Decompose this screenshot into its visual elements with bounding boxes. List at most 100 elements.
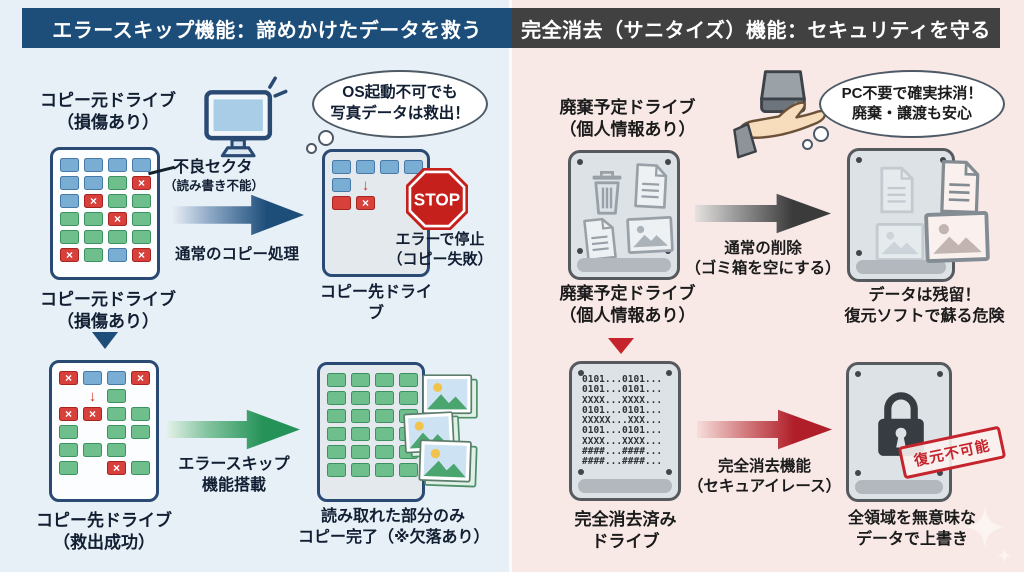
sector-cell — [132, 230, 151, 244]
destination-drive-label: コピー先ドライブ — [319, 284, 432, 322]
screw-icon — [577, 159, 583, 165]
sector-cell — [108, 176, 127, 190]
sector-cell — [327, 391, 346, 405]
sector-cell — [332, 160, 351, 174]
sector-cell — [132, 212, 151, 226]
sector-cell — [131, 407, 150, 421]
locked-drive — [846, 362, 952, 502]
sector-cell — [108, 194, 127, 208]
ghost-document-icon — [880, 166, 914, 214]
screw-icon — [665, 159, 671, 165]
screw-icon — [855, 470, 861, 476]
sector-cell — [107, 425, 126, 439]
drive-base — [855, 480, 943, 494]
write-pointer-arrow: ↓ — [88, 387, 97, 405]
photo-stack-icon — [418, 439, 478, 488]
drive-base — [577, 258, 671, 272]
bad-sector-cell: × — [59, 371, 78, 385]
sector-cell — [351, 409, 370, 423]
sector-cell — [59, 425, 78, 439]
sector-cell — [60, 176, 79, 190]
bad-sector-cell: × — [60, 248, 79, 262]
sector-cell — [108, 230, 127, 244]
sector-cell — [356, 160, 375, 174]
sector-cell — [84, 158, 103, 172]
sector-cell — [131, 461, 150, 475]
bubble-tail-dot — [318, 130, 334, 146]
screw-icon — [856, 250, 862, 256]
disposal-drive-bottom-label: 廃棄予定ドライブ （個人情報あり） — [559, 284, 696, 326]
screw-icon — [578, 469, 584, 475]
sector-cell — [83, 371, 102, 385]
sector-cell — [107, 443, 126, 457]
photo-stack-icon — [422, 374, 478, 419]
disposal-drive-top-label: 廃棄予定ドライブ （個人情報あり） — [559, 98, 696, 140]
error-skip-label: エラースキップ 機能搭載 — [178, 456, 290, 494]
screw-icon — [855, 371, 861, 377]
sector-cell — [351, 373, 370, 387]
sector-cell — [84, 212, 103, 226]
sector-cell — [84, 176, 103, 190]
rescue-success-label: コピー先ドライブ （救出成功） — [36, 511, 172, 553]
bad-sector-cell: × — [356, 196, 375, 210]
sector-cell — [108, 158, 127, 172]
stop-text: STOP — [414, 190, 460, 210]
bubble-tail-dot — [802, 139, 813, 150]
sector-cell — [375, 409, 394, 423]
result-drive-grid — [327, 373, 418, 477]
bad-sector-cell: × — [132, 248, 151, 262]
source-drive-top-label: コピー元ドライブ （損傷あり） — [40, 91, 176, 133]
down-arrow — [92, 332, 118, 349]
trash-icon — [592, 171, 622, 215]
thought-bubble: OS起動不可でも 写真データは救出！ — [312, 70, 488, 138]
sector-cell — [59, 443, 78, 457]
leaked-photo-icon — [924, 211, 990, 263]
overwrite-label: 全領域を無意味な データで上書き — [847, 510, 976, 548]
rescued-drive-grid: ××↓××× — [59, 371, 150, 475]
monitor-icon — [204, 76, 288, 158]
document-icon — [634, 163, 668, 209]
sector-cell — [375, 373, 394, 387]
sector-cell — [375, 391, 394, 405]
disposal-drive — [568, 150, 680, 280]
sector-cell — [60, 230, 79, 244]
screw-icon — [666, 370, 672, 376]
sector-cell — [380, 160, 399, 174]
sector-cell — [108, 248, 127, 262]
sector-cell — [351, 391, 370, 405]
sector-cell — [84, 248, 103, 262]
drive-base — [578, 479, 672, 493]
sector-cell — [375, 427, 394, 441]
stop-sign-icon: STOP — [405, 167, 469, 231]
sector-cell — [132, 194, 151, 208]
secure-erase-label: 完全消去機能 （セキュアイレース） — [687, 458, 842, 496]
sector-cell — [83, 443, 102, 457]
screw-icon — [666, 469, 672, 475]
screw-icon — [856, 157, 862, 163]
sector-cell — [404, 160, 423, 174]
bad-sector-cell: × — [84, 194, 103, 208]
sector-cell — [327, 409, 346, 423]
erased-drive-label: 完全消去済み ドライブ — [574, 510, 677, 552]
destination-failed-grid: ↓× — [332, 160, 423, 210]
copy-result-label: 読み取れた部分のみ コピー完了（※欠落あり） — [298, 508, 490, 546]
screw-icon — [937, 371, 943, 377]
sector-cell — [84, 230, 103, 244]
erased-drive: 0101...0101... 0101...0101... XXXX...XXX… — [569, 361, 681, 501]
ghost-photo-icon — [875, 223, 925, 261]
source-drive: ××××× — [50, 147, 160, 280]
screw-icon — [577, 248, 583, 254]
sector-cell — [60, 212, 79, 226]
normal-copy-label: 通常のコピー処理 — [174, 246, 299, 263]
bad-sector-cell: × — [107, 461, 126, 475]
photo-icon — [626, 216, 674, 254]
sector-cell — [375, 445, 394, 459]
sector-cell — [59, 461, 78, 475]
sector-cell — [60, 194, 79, 208]
screw-icon — [578, 370, 584, 376]
result-drive — [317, 362, 425, 502]
sector-cell — [399, 373, 418, 387]
bad-sector-cell: × — [83, 407, 102, 421]
panel-divider — [509, 0, 512, 572]
